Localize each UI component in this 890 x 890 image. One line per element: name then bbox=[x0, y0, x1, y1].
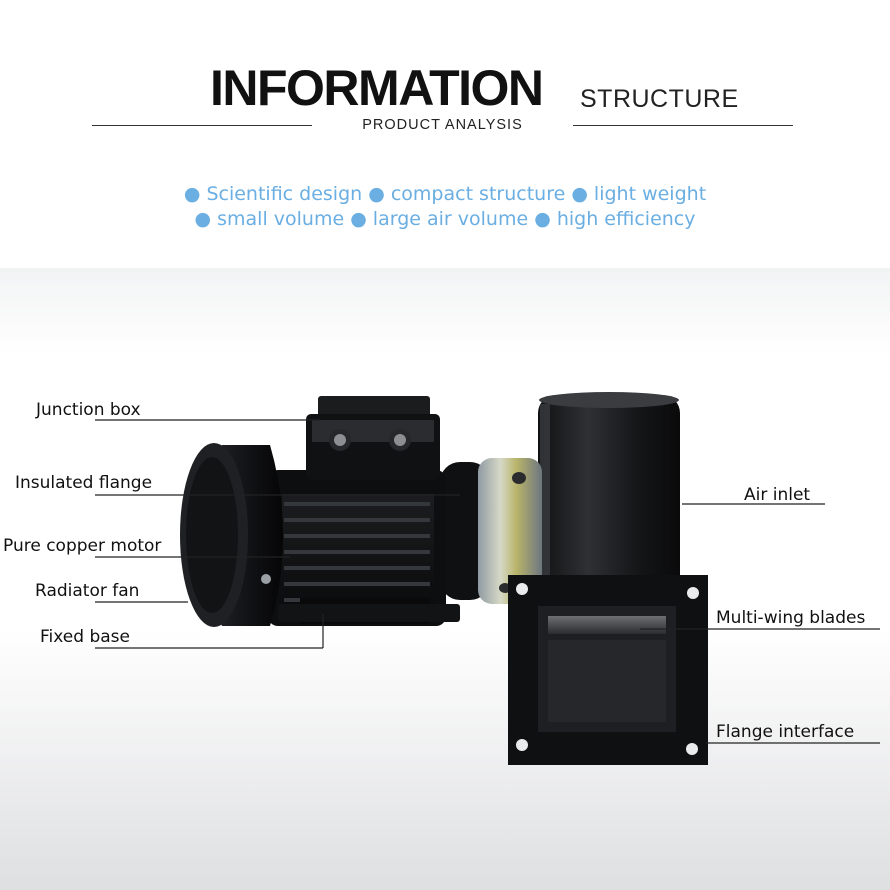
junction-box bbox=[306, 396, 440, 480]
page-side-title: STRUCTURE bbox=[580, 85, 739, 113]
label-fixed-base: Fixed base bbox=[40, 627, 130, 647]
page-title: INFORMATION bbox=[210, 60, 544, 116]
motor-collar bbox=[440, 462, 490, 600]
rear-cap bbox=[180, 443, 283, 627]
label-pure-copper-motor: Pure copper motor bbox=[3, 536, 162, 556]
label-multi-wing-blades: Multi-wing blades bbox=[716, 608, 866, 628]
label-radiator-fan: Radiator fan bbox=[35, 581, 140, 601]
title-rule-left bbox=[92, 125, 312, 126]
label-air-inlet: Air inlet bbox=[744, 485, 811, 505]
label-junction-box: Junction box bbox=[36, 400, 141, 420]
mounting-ring bbox=[478, 458, 542, 604]
feature-line-1: ● Scientific design ● compact structure … bbox=[183, 183, 707, 205]
label-insulated-flange: Insulated flange bbox=[15, 473, 153, 493]
motor-body bbox=[268, 470, 460, 626]
header: INFORMATION STRUCTURE PRODUCT ANALYSIS ●… bbox=[0, 0, 890, 268]
label-flange-interface: Flange interface bbox=[716, 722, 855, 742]
leader-lines bbox=[95, 419, 880, 744]
page-subtitle: PRODUCT ANALYSIS bbox=[362, 117, 523, 133]
feature-line-2: ● small volume ● large air volume ● high… bbox=[194, 208, 696, 230]
title-rule-right bbox=[573, 125, 793, 126]
outlet-flange bbox=[508, 575, 708, 765]
